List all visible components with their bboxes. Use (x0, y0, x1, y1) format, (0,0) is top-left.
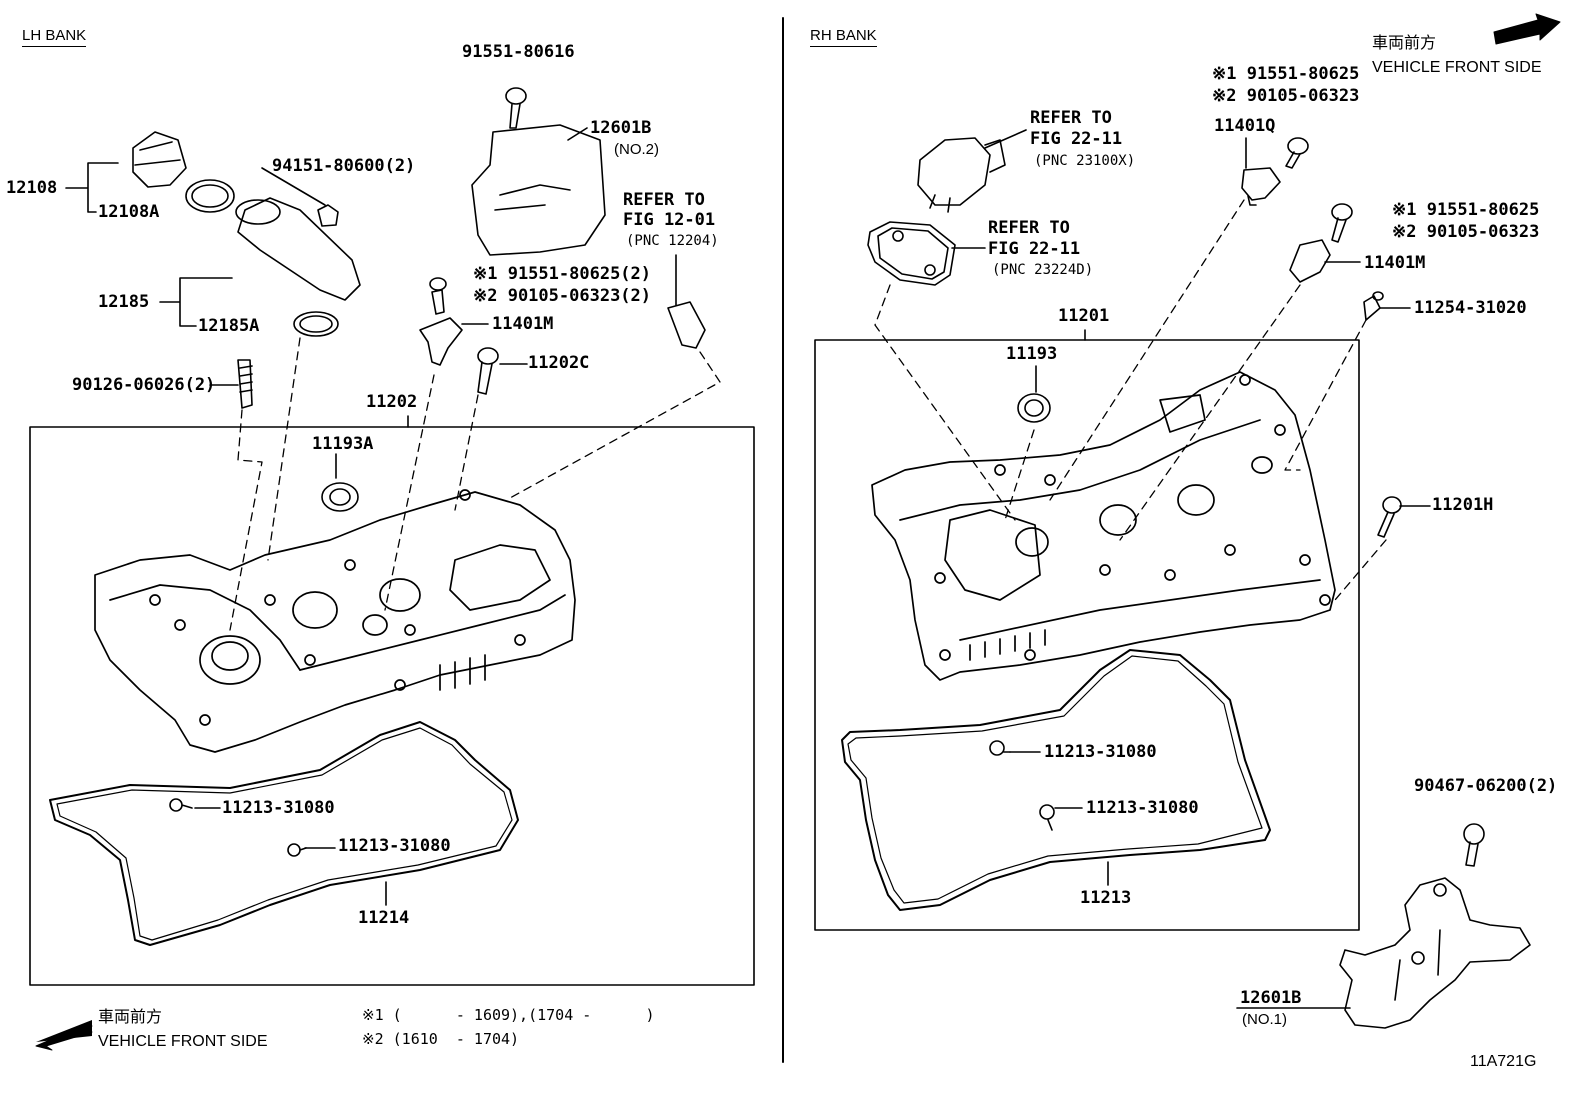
lh-refer-line3: (PNC 12204) (626, 233, 719, 249)
rh-referB-line1: REFER TO (988, 218, 1070, 238)
part-11401M-rh: 11401M (1364, 253, 1426, 273)
legend-note-2: ※2 (1610 - 1704) (362, 1030, 520, 1048)
part-12601B-no2: 12601B (590, 118, 652, 138)
part-11193: 11193 (1006, 344, 1058, 364)
lh-bank-title: LH BANK (22, 28, 87, 47)
lh-front-label-jp: 車両前方 (98, 1009, 163, 1026)
rh-referA-line2: FIG 22-11 (1030, 129, 1123, 149)
lh-dashed-lines (229, 337, 721, 631)
part-11201: 11201 (1058, 306, 1110, 326)
lh-assembly-frame (29, 426, 755, 986)
rh-leaders (951, 129, 1431, 1009)
part-91551-80616: 91551-80616 (462, 42, 575, 62)
part-12601B-no2-sub: (NO.2) (614, 141, 659, 158)
lh-refer-line1: REFER TO (623, 190, 705, 210)
part-90467-06200: 90467-06200(2) (1414, 776, 1558, 796)
figure-id: 11A721G (1470, 1053, 1537, 1070)
part-11401M-lh: 11401M (492, 314, 554, 334)
rh-assembly-frame (814, 339, 1360, 931)
part-94151-80600: 94151-80600(2) (272, 156, 416, 176)
rh-referB-line3: (PNC 23224D) (992, 262, 1094, 278)
lh-note-1: ※1 91551-80625(2) (473, 264, 652, 284)
part-12185A: 12185A (198, 316, 260, 336)
rh-referA-line3: (PNC 23100X) (1034, 153, 1136, 169)
part-11193A: 11193A (312, 434, 374, 454)
rh-front-label-en: VEHICLE FRONT SIDE (1372, 59, 1542, 76)
lh-leaders (65, 127, 677, 906)
rh-referA-line1: REFER TO (1030, 108, 1112, 128)
part-11213-31080-rh-b: 11213-31080 (1086, 798, 1199, 818)
rh-front-arrow (1493, 13, 1561, 45)
part-12108A: 12108A (98, 202, 160, 222)
lh-small-parts (132, 87, 706, 857)
rh-small-parts (867, 137, 1531, 1029)
part-11213: 11213 (1080, 888, 1132, 908)
part-12108: 12108 (6, 178, 58, 198)
lh-valve-cover (94, 489, 576, 753)
rh-gasket (841, 649, 1271, 911)
rh-bank-title: RH BANK (810, 28, 877, 47)
rh-front-label-jp: 車両前方 (1372, 35, 1437, 52)
legend-note-1: ※1 ( - 1609),(1704 - ) (362, 1006, 655, 1024)
rh-note-1a: ※1 91551-80625 (1212, 64, 1360, 84)
part-12601B-no1: 12601B (1240, 988, 1302, 1008)
lh-front-label-en: VEHICLE FRONT SIDE (98, 1033, 268, 1050)
part-11202: 11202 (366, 392, 418, 412)
rh-dashed-lines (874, 199, 1387, 601)
part-12185: 12185 (98, 292, 150, 312)
lh-refer-line2: FIG 12-01 (623, 210, 716, 230)
rh-note-2a: ※1 91551-80625 (1392, 200, 1540, 220)
lh-gasket (49, 721, 519, 946)
part-90126-06026: 90126-06026(2) (72, 375, 216, 395)
rh-valve-cover (871, 371, 1336, 681)
part-11254-31020: 11254-31020 (1414, 298, 1527, 318)
rh-referB-line2: FIG 22-11 (988, 239, 1081, 259)
part-11213-31080-rh-a: 11213-31080 (1044, 742, 1157, 762)
rh-note-1b: ※2 90105-06323 (1212, 86, 1360, 106)
part-11213-31080-lh-b: 11213-31080 (338, 836, 451, 856)
part-11202C: 11202C (528, 353, 590, 373)
part-11214: 11214 (358, 908, 410, 928)
part-11201H: 11201H (1432, 495, 1494, 515)
part-11401Q: 11401Q (1214, 116, 1276, 136)
part-11213-31080-lh-a: 11213-31080 (222, 798, 335, 818)
lh-note-2: ※2 90105-06323(2) (473, 286, 652, 306)
part-12601B-no1-sub: (NO.1) (1242, 1011, 1287, 1028)
rh-note-2b: ※2 90105-06323 (1392, 222, 1540, 242)
